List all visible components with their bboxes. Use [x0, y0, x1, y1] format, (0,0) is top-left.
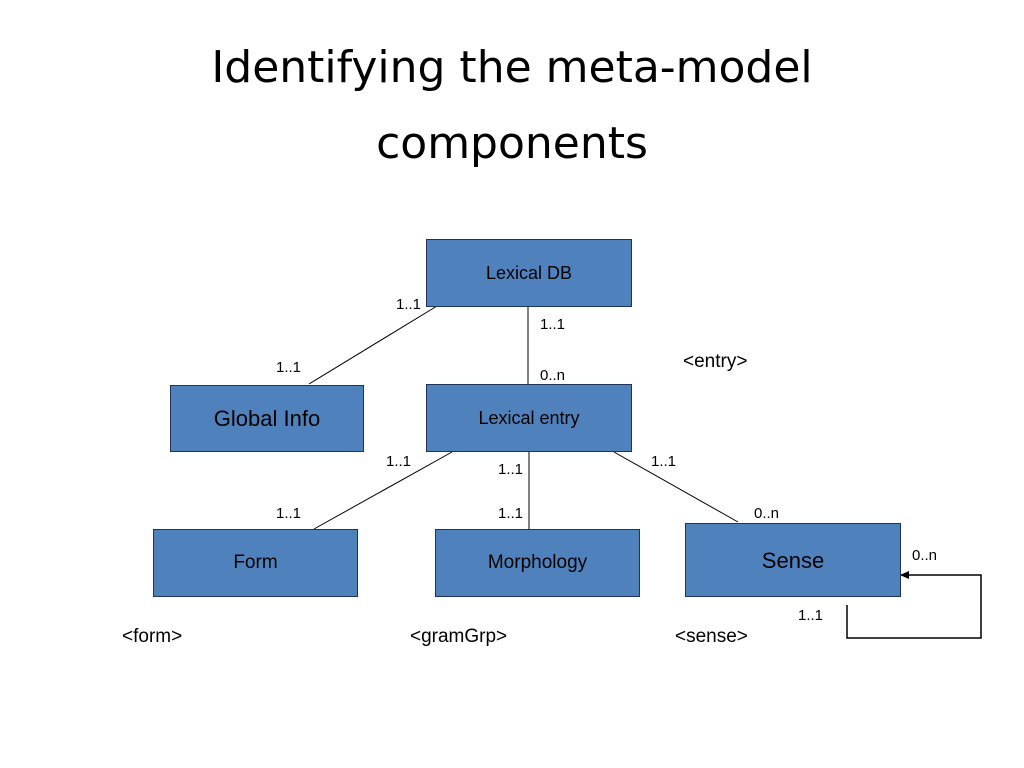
tei-tag-sense: <sense> [675, 626, 748, 647]
morphology-label: Morphology [487, 552, 588, 573]
form-label: Form [233, 552, 278, 573]
tei-tag-form: <form> [122, 626, 183, 647]
connector-entry-form [313, 451, 453, 530]
morphology-box: Morphology [435, 529, 640, 597]
lexical-db-box: Lexical DB [426, 239, 632, 307]
multiplicity-entry-morphology-at-entry: 1..1 [498, 461, 524, 478]
connector-sense-self [846, 571, 982, 639]
sense-box: Sense [685, 523, 901, 597]
multiplicity-entry-sense-at-entry: 1..1 [651, 453, 677, 470]
global-info-box: Global Info [170, 385, 364, 452]
multiplicity-entry-form-at-entry: 1..1 [386, 453, 412, 470]
slide-title: Identifying the meta-model components [0, 30, 1024, 181]
tei-tag-entry: <entry> [683, 351, 748, 372]
multiplicity-entry-morphology-at-morphology: 1..1 [498, 505, 524, 522]
multiplicity-entry-sense-at-sense: 0..n [754, 505, 780, 522]
multiplicity-sense-self-at-arrow: 0..n [912, 547, 938, 564]
lexical-db-label: Lexical DB [485, 262, 573, 283]
multiplicity-db-global-at-db: 1..1 [396, 296, 422, 313]
form-box: Form [153, 529, 358, 597]
lexical-entry-box: Lexical entry [426, 384, 632, 452]
multiplicity-db-global-at-global: 1..1 [276, 359, 302, 376]
connector-entry-sense [613, 451, 739, 523]
multiplicity-sense-self-at-source: 1..1 [798, 607, 824, 624]
sense-label: Sense [761, 548, 825, 573]
connector-db-global [308, 305, 438, 385]
lexical-entry-label: Lexical entry [478, 407, 580, 428]
slide-title-line-1: Identifying the meta-model [211, 42, 813, 93]
multiplicity-entry-form-at-form: 1..1 [276, 505, 302, 522]
multiplicity-db-entry-at-entry: 0..n [540, 367, 566, 384]
tei-tag-gramgrp: <gramGrp> [410, 626, 508, 647]
multiplicity-db-entry-at-db: 1..1 [540, 316, 566, 333]
global-info-label: Global Info [213, 405, 321, 431]
slide-title-line-2: components [376, 117, 648, 169]
